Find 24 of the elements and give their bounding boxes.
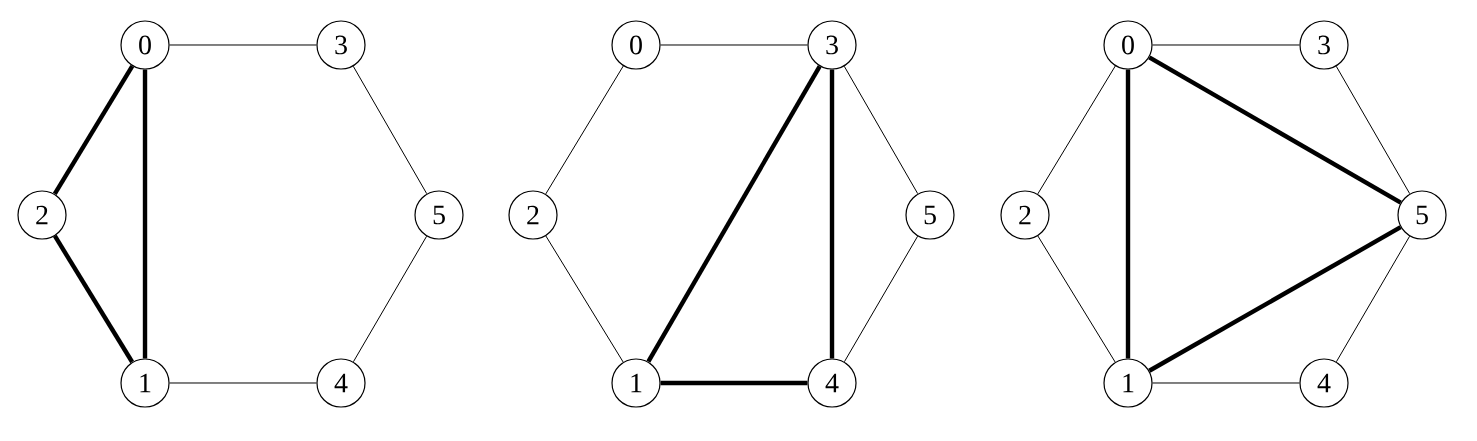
graph-edge: [352, 65, 428, 195]
graph-edge: [829, 69, 835, 359]
graph-edge: [352, 235, 428, 363]
graph-edge: [1148, 225, 1402, 373]
graph-edge: [545, 235, 624, 363]
graph-edge: [53, 234, 135, 364]
graph-edge: [169, 382, 317, 384]
graph-edge: [142, 69, 148, 359]
graph-edge: [1148, 55, 1402, 205]
graph-edge: [660, 380, 808, 386]
graph-edge: [843, 65, 919, 195]
graph-edge: [1152, 382, 1300, 384]
graph-edge: [1335, 235, 1411, 363]
graph-edge: [1335, 65, 1411, 195]
graph-edge: [1152, 44, 1300, 46]
graph-edge: [843, 235, 919, 363]
graph-edge: [1037, 65, 1116, 195]
graph-edge: [660, 44, 808, 46]
graph-edge: [1037, 235, 1116, 363]
graph-edge: [545, 65, 624, 195]
graph-edge: [1125, 69, 1131, 359]
graph-edge: [52, 64, 135, 196]
graph-edge: [646, 65, 822, 363]
graph-edge: [169, 44, 317, 46]
